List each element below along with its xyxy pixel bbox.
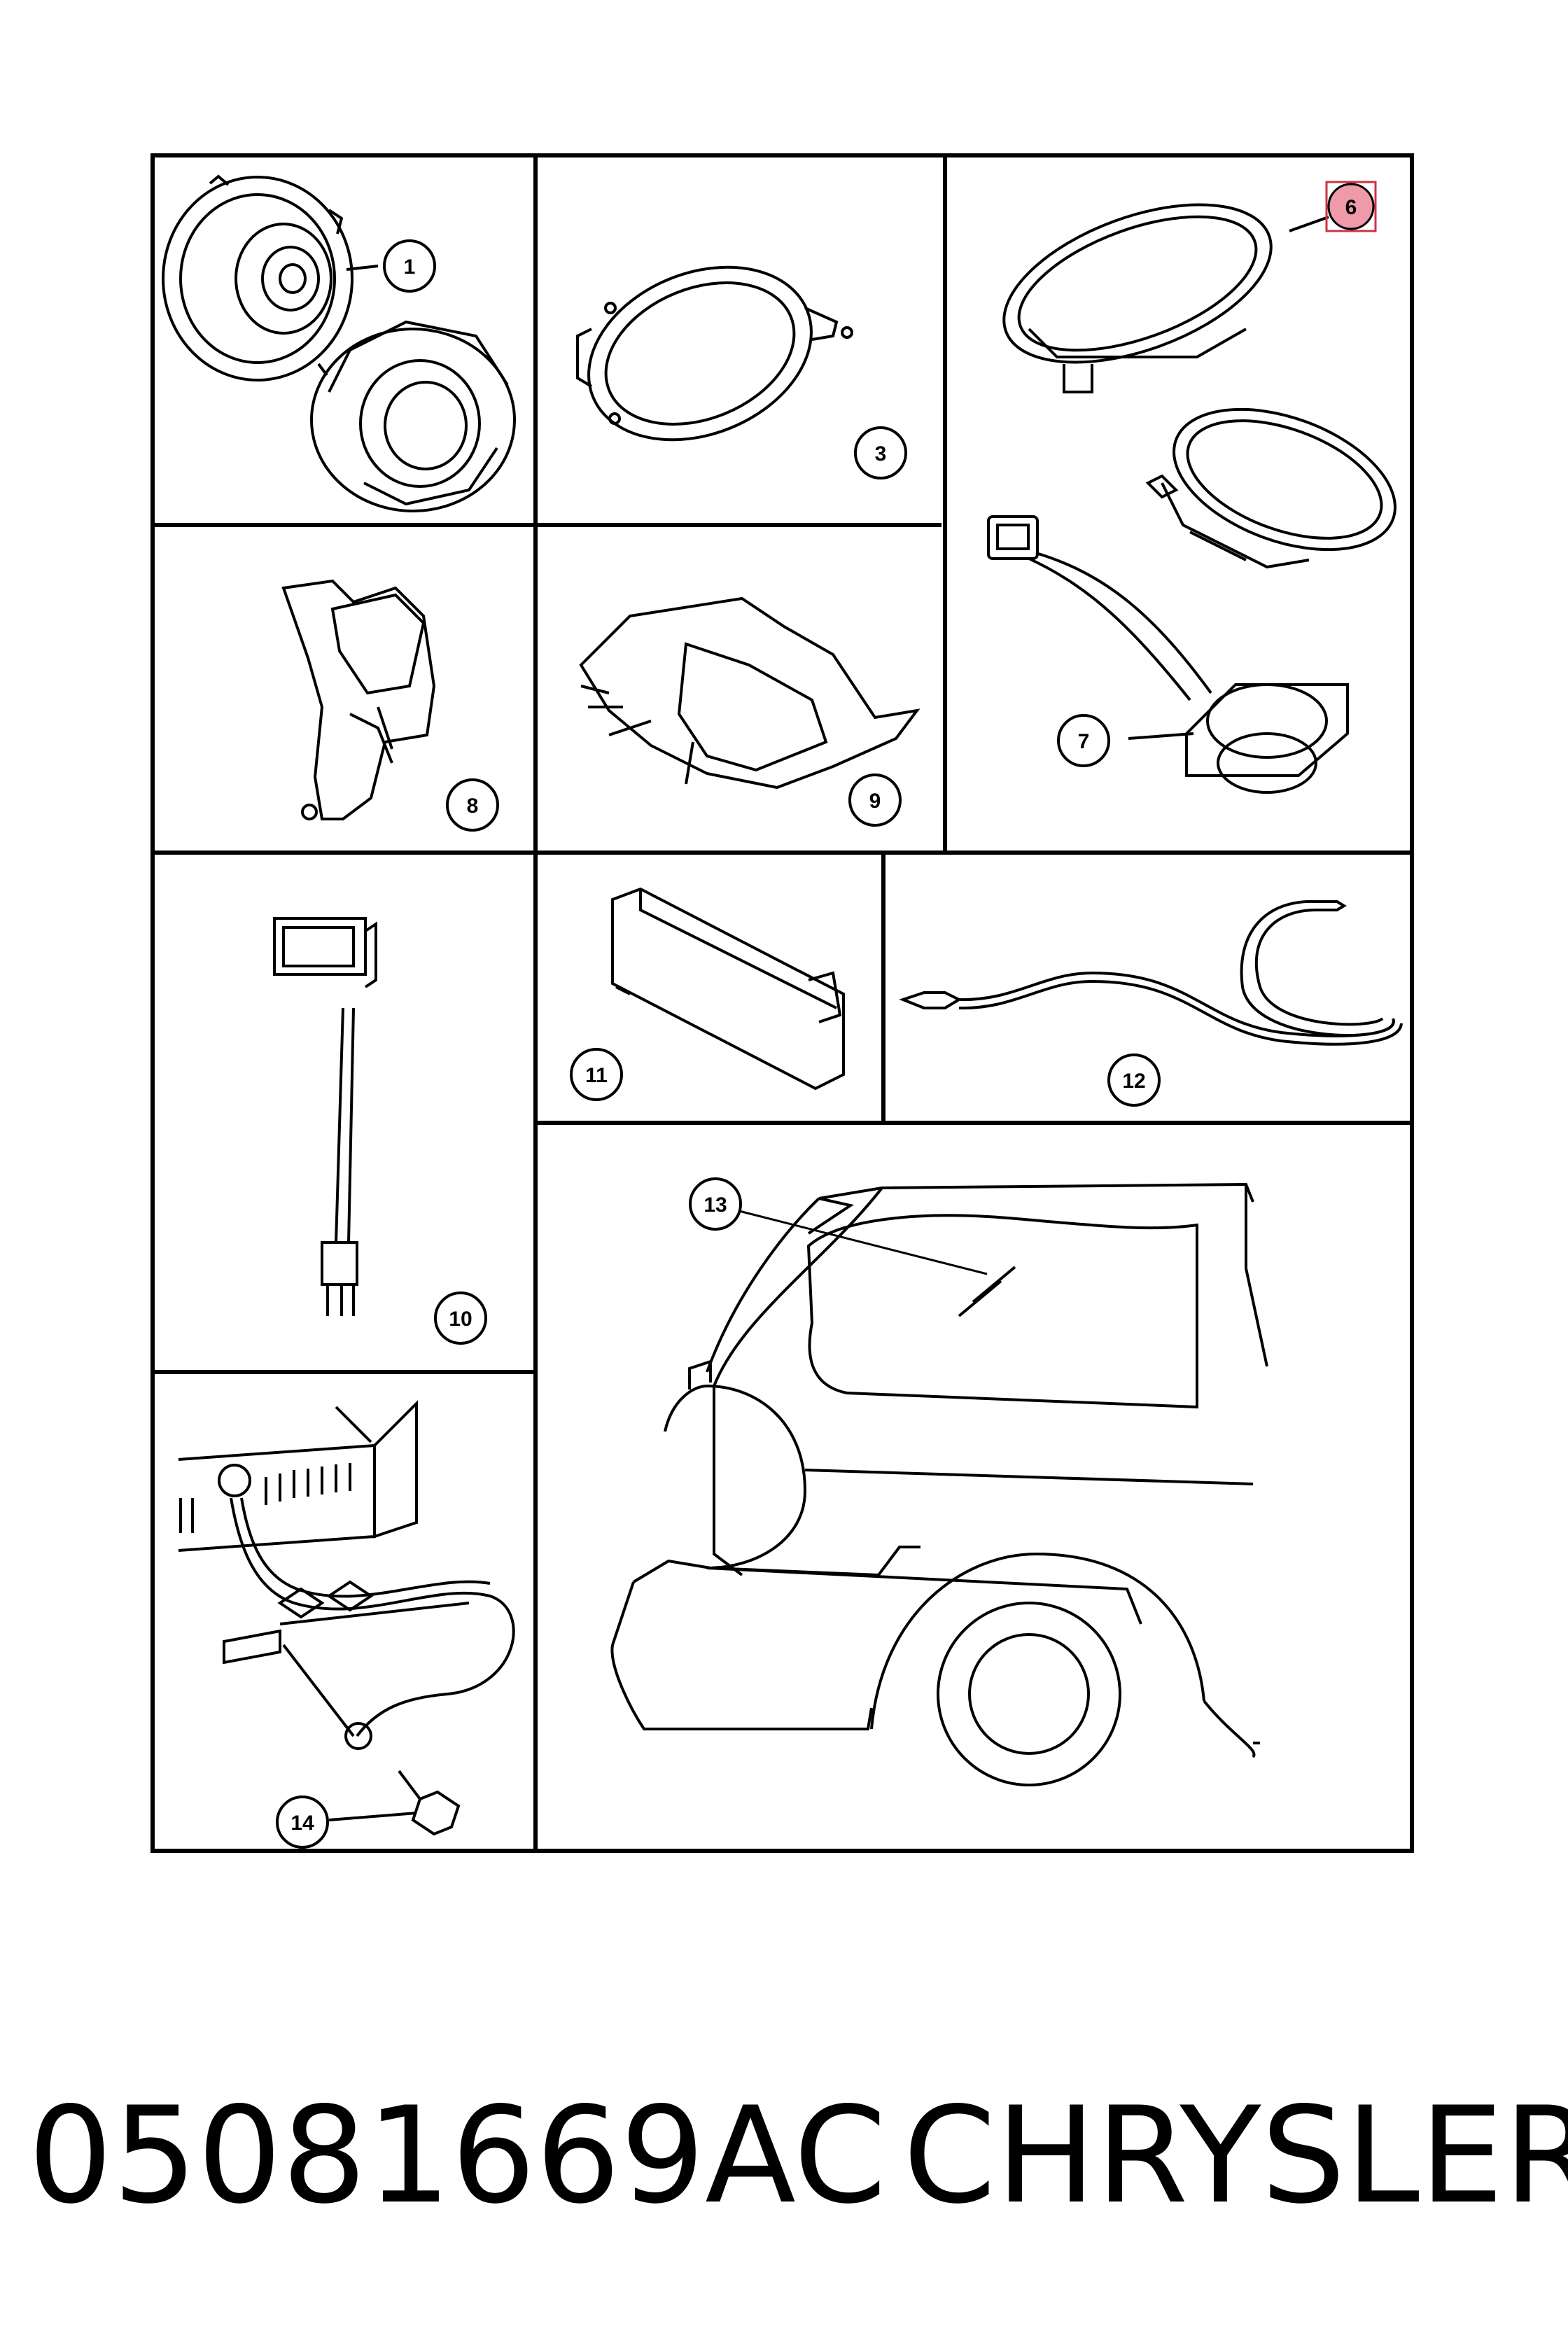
svg-text:8: 8 xyxy=(467,794,479,818)
part-12-antenna-cable[interactable] xyxy=(899,899,1403,1046)
brand-name: CHRYSLER xyxy=(903,2078,1568,2233)
callout-6-highlighted[interactable]: 6 xyxy=(1325,181,1377,232)
svg-text:13: 13 xyxy=(704,1194,727,1217)
callout-13[interactable]: 13 xyxy=(689,1177,742,1231)
svg-text:1: 1 xyxy=(404,255,416,279)
parts-diagram: 1 3 6 7 8 9 10 11 12 13 14 xyxy=(150,153,1414,1853)
part-8-bracket[interactable] xyxy=(281,579,436,820)
callout-1[interactable]: 1 xyxy=(383,239,436,293)
callout-3[interactable]: 3 xyxy=(854,426,907,479)
part-6-oval-speaker[interactable] xyxy=(983,173,1329,393)
oval-speaker-rear xyxy=(1145,407,1396,569)
part-1-round-speakers[interactable] xyxy=(162,174,516,512)
leader-lines xyxy=(738,1210,988,1275)
svg-text:10: 10 xyxy=(449,1308,472,1331)
svg-text:7: 7 xyxy=(1078,730,1090,753)
part-3-oval-speaker-bracket[interactable] xyxy=(563,236,853,472)
svg-text:11: 11 xyxy=(585,1064,608,1087)
callout-9[interactable]: 9 xyxy=(848,774,902,827)
part-7-tweeter[interactable] xyxy=(987,515,1349,794)
svg-text:6: 6 xyxy=(1345,196,1357,219)
part-number: 05081669AC xyxy=(28,2078,887,2233)
part-14-ground-strap[interactable] xyxy=(178,1400,515,1836)
panel-grid xyxy=(150,153,1414,1853)
callout-7[interactable]: 7 xyxy=(1057,714,1110,767)
part-11-cover-panel[interactable] xyxy=(611,887,845,1091)
svg-text:14: 14 xyxy=(290,1812,314,1835)
svg-text:9: 9 xyxy=(869,790,881,813)
callout-8[interactable]: 8 xyxy=(446,778,499,832)
part-10-harness-bracket[interactable] xyxy=(273,917,377,1316)
callout-14[interactable]: 14 xyxy=(276,1795,329,1849)
callout-11[interactable]: 11 xyxy=(570,1048,623,1101)
part-9-speaker-bracket[interactable] xyxy=(579,596,920,790)
svg-text:3: 3 xyxy=(875,442,887,465)
part-13-vehicle-rear[interactable] xyxy=(610,1182,1268,1786)
svg-text:12: 12 xyxy=(1122,1070,1145,1093)
callout-10[interactable]: 10 xyxy=(434,1292,487,1345)
callout-12[interactable]: 12 xyxy=(1107,1054,1161,1107)
